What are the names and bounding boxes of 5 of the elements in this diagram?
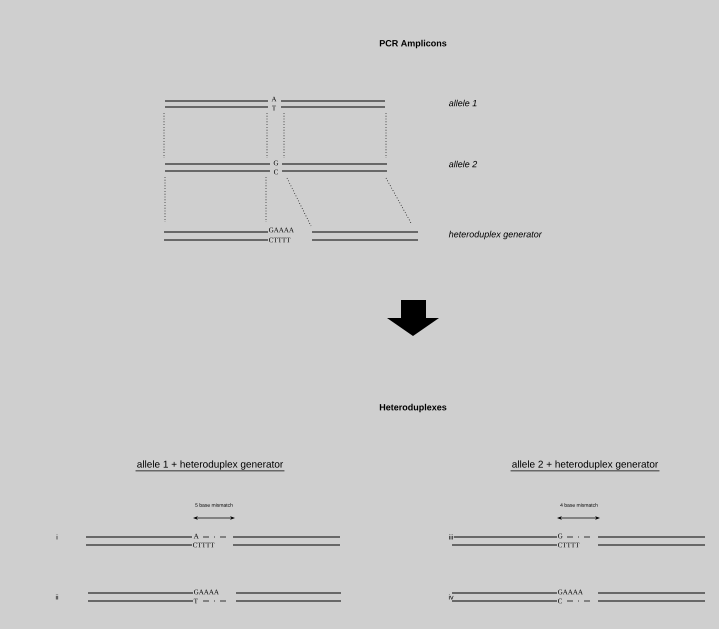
- panel-heading: allele 2 + heteroduplex generator: [510, 460, 660, 472]
- diagram-title: PCR Amplicons: [380, 40, 446, 48]
- panel-heading: allele 1 + heteroduplex generator: [135, 460, 285, 472]
- allele-label: allele 2: [448, 160, 478, 168]
- allele-label: allele 1: [448, 99, 478, 107]
